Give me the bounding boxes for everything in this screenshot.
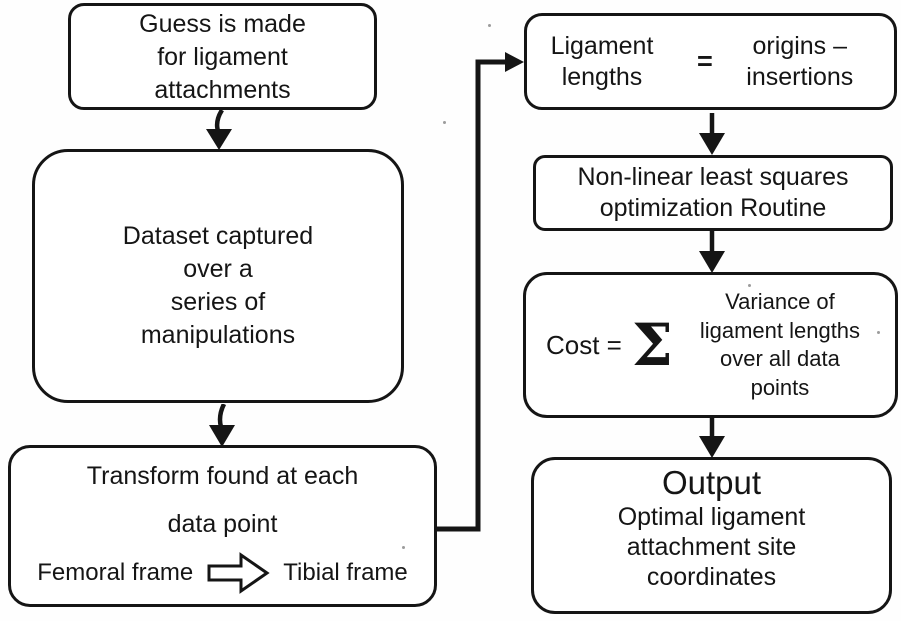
scan-speckle	[488, 24, 491, 27]
node-ligament-lengths: Ligament lengths = origins – insertions	[524, 13, 897, 110]
scan-speckle	[748, 284, 751, 287]
cost-desc-line: ligament lengths	[699, 317, 861, 343]
lhs-line: lengths	[561, 62, 643, 91]
flow-arrow-down-icon	[207, 404, 237, 447]
node-output-line: coordinates	[646, 563, 777, 591]
right-block-arrow-icon	[207, 552, 270, 594]
rhs-line: origins –	[752, 31, 848, 60]
node-optimization-line: Non-linear least squares	[577, 163, 849, 191]
frame-mapping-row: Femoral frame Tibial frame	[37, 552, 408, 594]
cost-desc-line: points	[750, 374, 810, 400]
output-title: Output	[661, 464, 762, 501]
node-transform-line: Transform found at each	[86, 462, 359, 490]
node-transform: Transform found at each data point Femor…	[8, 445, 437, 607]
node-guess-line: for ligament	[157, 43, 288, 71]
cost-description: Variance of ligament lengths over all da…	[679, 288, 881, 402]
flow-arrow-down-icon	[697, 113, 727, 155]
equals-sign: =	[697, 46, 713, 76]
node-output: Output Optimal ligament attachment site …	[531, 457, 892, 614]
node-optimization-line: optimization Routine	[599, 194, 827, 222]
lhs-line: Ligament	[550, 31, 654, 60]
flow-arrow-down-icon	[697, 418, 727, 458]
node-guess: Guess is made for ligament attachments	[68, 3, 377, 110]
femoral-frame-label: Femoral frame	[37, 559, 194, 586]
ligament-lengths-rhs: origins – insertions	[725, 31, 875, 93]
tibial-frame-label: Tibial frame	[283, 559, 408, 586]
node-output-line: attachment site	[626, 533, 797, 561]
ligament-lengths-lhs: Ligament lengths	[537, 31, 667, 93]
scan-speckle	[402, 546, 405, 549]
node-guess-line: Guess is made	[139, 10, 306, 38]
node-dataset-line: Dataset captured	[122, 222, 314, 250]
node-dataset-line: series of	[170, 288, 266, 316]
cost-equals-label: Cost =	[546, 329, 622, 360]
rhs-line: insertions	[746, 62, 854, 91]
flow-arrow-down-icon	[204, 110, 234, 150]
cost-desc-line: over all data	[720, 346, 840, 371]
flow-arrow-down-icon	[697, 231, 727, 273]
sigma-summation-symbol: Σ	[631, 311, 673, 379]
node-dataset: Dataset captured over a series of manipu…	[32, 149, 404, 403]
node-transform-line: data point	[167, 510, 278, 538]
node-cost-function: Cost = Σ Variance of ligament lengths ov…	[523, 272, 898, 418]
node-dataset-line: over a	[183, 255, 253, 283]
node-dataset-line: manipulations	[140, 321, 296, 349]
node-optimization: Non-linear least squares optimization Ro…	[533, 155, 893, 231]
node-output-line: Optimal ligament	[617, 503, 806, 531]
scan-speckle	[443, 121, 446, 124]
cost-desc-line: Variance of	[725, 289, 835, 314]
node-guess-line: attachments	[154, 76, 291, 104]
scan-speckle	[877, 331, 880, 334]
